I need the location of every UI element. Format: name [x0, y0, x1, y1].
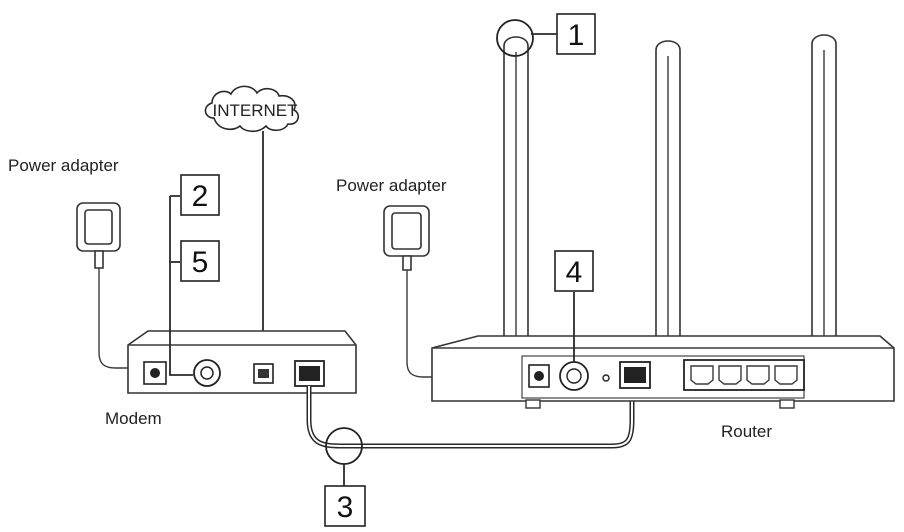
modem-device: [127, 330, 357, 394]
svg-text:5: 5: [192, 246, 209, 279]
svg-text:4: 4: [566, 256, 583, 289]
router-lan-ports: [683, 359, 805, 391]
router-label: Router: [721, 422, 772, 441]
callout-2: 2: [180, 174, 220, 216]
router-reset-button: [602, 374, 610, 382]
modem-label: Modem: [105, 409, 162, 428]
power-adapter-left-label: Power adapter: [8, 156, 119, 175]
power-adapter-right-label: Power adapter: [336, 176, 447, 195]
callout-2-5-leader: [169, 195, 193, 376]
internet-cloud-icon: INTERNET: [204, 85, 300, 133]
modem-power-adapter-icon: [76, 202, 142, 369]
callout-5: 5: [180, 240, 220, 282]
router-device: [431, 335, 895, 409]
antenna-highlight-circle: [496, 19, 534, 57]
router-power-adapter-icon: [383, 205, 529, 378]
svg-text:1: 1: [568, 19, 585, 52]
svg-text:2: 2: [192, 180, 209, 213]
router-antennas: [503, 34, 837, 349]
svg-text:3: 3: [337, 491, 354, 524]
callout-4: 4: [554, 250, 594, 292]
internet-label: INTERNET: [213, 101, 298, 120]
callout-3: 3: [324, 485, 366, 527]
callout-1: 1: [556, 13, 596, 55]
